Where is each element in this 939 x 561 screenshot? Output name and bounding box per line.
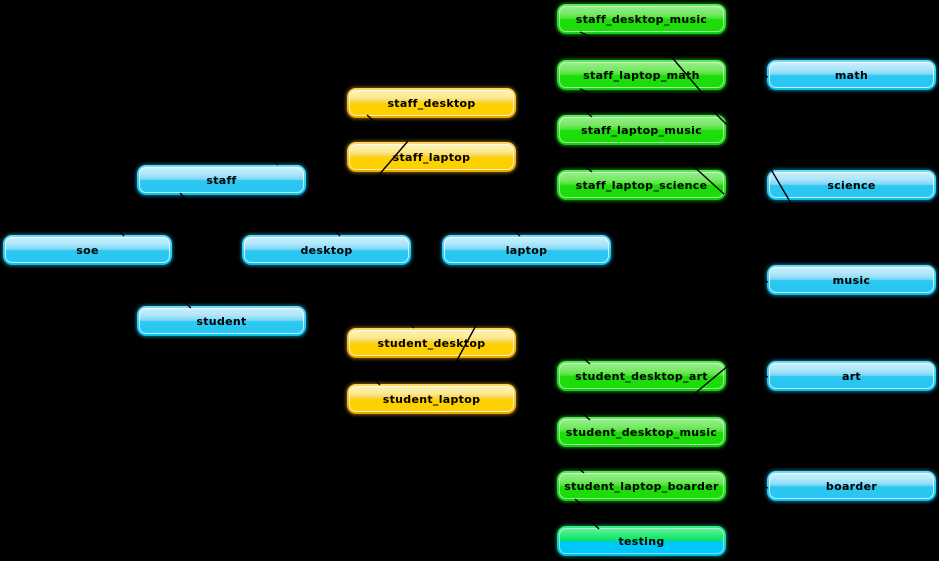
edge-stub: [579, 88, 597, 97]
edge-stub: [405, 319, 415, 329]
node-label: student_desktop_music: [565, 425, 718, 439]
node-label: staff: [206, 173, 237, 187]
node-staff[interactable]: staff: [137, 165, 306, 195]
node-label: student: [196, 314, 247, 328]
node-label: testing: [618, 534, 665, 548]
node-label: boarder: [825, 479, 878, 493]
node-label: staff_laptop: [392, 150, 471, 164]
node-laptop[interactable]: laptop: [442, 235, 611, 265]
node-student_desktop_music[interactable]: student_desktop_music: [557, 417, 726, 447]
node-soe[interactable]: soe: [3, 235, 172, 265]
node-music[interactable]: music: [767, 265, 936, 295]
node-label: student_desktop_art: [575, 369, 708, 383]
node-staff_desktop[interactable]: staff_desktop: [347, 88, 516, 118]
node-label: science: [827, 178, 876, 192]
node-boarder[interactable]: boarder: [767, 471, 936, 501]
node-label: staff_desktop_music: [575, 12, 708, 26]
node-label: desktop: [300, 243, 353, 257]
node-math[interactable]: math: [767, 60, 936, 90]
node-art[interactable]: art: [767, 361, 936, 391]
node-label: art: [841, 369, 861, 383]
node-staff_laptop[interactable]: staff_laptop: [347, 142, 516, 172]
node-label: staff_laptop_music: [580, 123, 703, 137]
node-staff_laptop_music[interactable]: staff_laptop_music: [557, 115, 726, 145]
node-student[interactable]: student: [137, 306, 306, 336]
node-label: student_desktop: [377, 336, 486, 350]
node-student_laptop[interactable]: student_laptop: [347, 384, 516, 414]
node-staff_desktop_music[interactable]: staff_desktop_music: [557, 4, 726, 34]
edge-stub: [270, 157, 279, 166]
node-label: staff_desktop: [387, 96, 476, 110]
node-label: student_laptop_boarder: [564, 479, 719, 493]
node-label: staff_laptop_science: [575, 178, 708, 192]
node-label: student_laptop: [382, 392, 481, 406]
node-label: laptop: [505, 243, 548, 257]
node-label: math: [834, 68, 869, 82]
node-staff_laptop_math[interactable]: staff_laptop_math: [557, 60, 726, 90]
node-student_laptop_boarder[interactable]: student_laptop_boarder: [557, 471, 726, 501]
node-testing[interactable]: testing: [557, 526, 726, 556]
node-desktop[interactable]: desktop: [242, 235, 411, 265]
node-label: staff_laptop_math: [583, 68, 700, 82]
node-label: music: [832, 273, 871, 287]
node-label: soe: [76, 243, 99, 257]
node-staff_laptop_science[interactable]: staff_laptop_science: [557, 170, 726, 200]
node-student_desktop[interactable]: student_desktop: [347, 328, 516, 358]
node-student_desktop_art[interactable]: student_desktop_art: [557, 361, 726, 391]
node-science[interactable]: science: [767, 170, 936, 200]
